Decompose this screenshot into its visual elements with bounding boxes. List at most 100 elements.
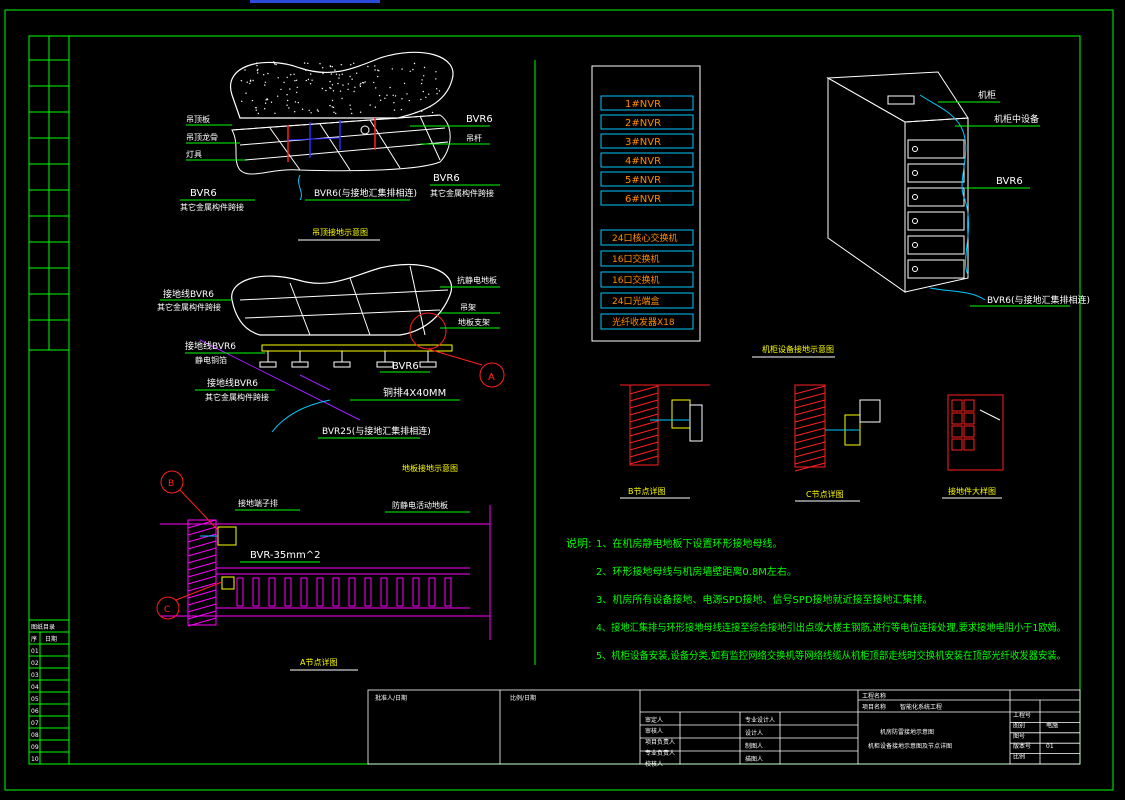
strip-row-1: 02 bbox=[31, 660, 39, 667]
speckle-dot bbox=[436, 93, 438, 95]
cabinet-title: 机柜设备接地示意图 bbox=[762, 344, 834, 354]
speckle-dot bbox=[429, 106, 431, 108]
grid-d-cell bbox=[963, 425, 975, 438]
tb-drawing-name-2: 机柜设备接地示意图及节点详图 bbox=[868, 742, 952, 750]
nvr-box-3 bbox=[600, 152, 694, 168]
speckle-dot bbox=[286, 76, 288, 79]
nvr-label-5: 6#NVR bbox=[625, 194, 661, 205]
speckle-dot bbox=[359, 111, 362, 113]
speckle-dot bbox=[356, 72, 358, 74]
detail-b: B节点详图 bbox=[620, 384, 710, 499]
tb-mid-label-1: 设计人 bbox=[745, 729, 763, 737]
speckle-dot bbox=[321, 87, 324, 90]
speckle-dot bbox=[257, 72, 259, 74]
speckle-dot bbox=[392, 94, 394, 97]
tb-left-label-1: 审核人 bbox=[645, 727, 663, 735]
speckle-dot bbox=[354, 86, 356, 89]
speckle-dot bbox=[316, 109, 319, 111]
hatch-c-line bbox=[794, 392, 826, 402]
speckle-dot bbox=[329, 104, 331, 107]
nvr-label-2: 3#NVR bbox=[625, 137, 661, 148]
tb-project-val: 智能化系统工程 bbox=[900, 703, 942, 711]
speckle-dot bbox=[389, 86, 391, 89]
grid-d-cell bbox=[951, 399, 963, 412]
cab-shelf-2 bbox=[907, 187, 965, 207]
speckle-dot bbox=[329, 80, 331, 83]
speckle-dot bbox=[408, 99, 410, 102]
floor-title: 地板接地示意图 bbox=[402, 463, 458, 473]
cab-shelf-knob-3 bbox=[912, 218, 918, 224]
speckle-dot bbox=[335, 73, 338, 76]
speckle-dot bbox=[249, 82, 251, 85]
speckle-dot bbox=[374, 106, 377, 108]
speckle-dot bbox=[274, 112, 276, 115]
label-busbar: 接地端子排 bbox=[238, 498, 278, 508]
hatch-line bbox=[187, 540, 217, 550]
speckle-dot bbox=[255, 109, 257, 111]
speckle-dot bbox=[301, 108, 304, 110]
speckle-dot bbox=[350, 63, 352, 66]
speckle-dot bbox=[256, 69, 259, 72]
hatch-b-line bbox=[629, 399, 659, 409]
cab-shelf-0 bbox=[907, 139, 965, 159]
speckle-dot bbox=[422, 90, 424, 93]
ceiling-title: 吊顶接地示意图 bbox=[312, 227, 368, 237]
hatch-line bbox=[187, 582, 217, 592]
speckle-dot bbox=[431, 111, 434, 114]
cab-shelf-1 bbox=[907, 163, 965, 183]
speckle-dot bbox=[246, 81, 248, 83]
tb-right-label-3: 版本号 bbox=[1013, 742, 1031, 750]
floor-leg-4 bbox=[300, 577, 308, 607]
strip-row-7: 08 bbox=[31, 732, 39, 739]
speckle-dot bbox=[303, 62, 306, 64]
speckle-dot bbox=[342, 84, 344, 86]
speckle-dot bbox=[337, 82, 339, 85]
speckle-dot bbox=[394, 95, 397, 97]
tb-left-label-3: 专业负责人 bbox=[645, 749, 675, 757]
detail-d: 接地件大样图 bbox=[942, 394, 1004, 499]
ceiling-left-1: 吊顶板 bbox=[186, 114, 210, 124]
speckle-dot bbox=[340, 63, 342, 66]
speckle-dot bbox=[264, 102, 267, 104]
floor-left-top-2: 其它金属构件跨接 bbox=[157, 302, 221, 312]
speckle-dot bbox=[308, 109, 310, 112]
speckle-dot bbox=[341, 97, 343, 100]
floor-bvr25: BVR25(与接地汇集排相连) bbox=[322, 425, 431, 437]
nvr-box-0 bbox=[600, 95, 694, 111]
speckle-dot bbox=[256, 62, 258, 64]
section-a-detail: B C 接地端子排 防静电活动地板 BVR-35mm^2 A节点详图 bbox=[156, 470, 491, 671]
speckle-dot bbox=[293, 73, 295, 76]
hatch-line bbox=[187, 610, 217, 620]
cab-rack-label: 机柜 bbox=[978, 89, 996, 101]
speckle-dot bbox=[349, 104, 351, 106]
speckle-dot bbox=[334, 69, 336, 71]
nvr-box-2 bbox=[600, 133, 694, 149]
strip-header: 图纸目录 bbox=[31, 623, 55, 631]
speckle-dot bbox=[351, 78, 353, 80]
note-2: 2、环形接地母线与机房墙壁距离0.8M左右。 bbox=[596, 565, 797, 578]
floor-bottom-bvr6: BVR6 bbox=[392, 361, 419, 372]
outer-border bbox=[4, 9, 1114, 791]
speckle-dot bbox=[338, 74, 341, 76]
speckle-dot bbox=[294, 80, 296, 82]
floor-right-top: 抗静电地板 bbox=[457, 275, 497, 285]
tb-mid-label-2: 制图人 bbox=[745, 742, 763, 750]
floor-leg-7 bbox=[348, 577, 356, 607]
hatch-b-line bbox=[629, 448, 659, 458]
speckle-dot bbox=[264, 84, 266, 86]
hatch-c-line bbox=[794, 427, 826, 437]
cab-equip-label: 机柜中设备 bbox=[994, 113, 1039, 125]
notes: 说明: 1、在机房静电地板下设置环形接地母线。 2、环形接地母线与机房墙壁距离0… bbox=[566, 536, 1066, 662]
label-floor: 防静电活动地板 bbox=[392, 500, 448, 510]
floor-copper: 铜排4X40MM bbox=[383, 386, 446, 399]
switch-label-1: 16口交换机 bbox=[612, 253, 659, 265]
speckle-dot bbox=[296, 91, 298, 94]
strip-row-2: 03 bbox=[31, 672, 39, 679]
ceiling-diagram: 吊顶板 吊顶龙骨 灯具 BVR6 吊杆 BVR6 其它金属构件跨接 BVR6(与… bbox=[180, 51, 500, 241]
speckle-dot bbox=[333, 111, 335, 114]
speckle-dot bbox=[264, 108, 266, 110]
floor-left-top-1: 接地线BVR6 bbox=[163, 288, 214, 300]
ceiling-left-3: 灯具 bbox=[186, 149, 202, 159]
speckle-dot bbox=[263, 74, 265, 76]
speckle-dot bbox=[341, 73, 343, 75]
